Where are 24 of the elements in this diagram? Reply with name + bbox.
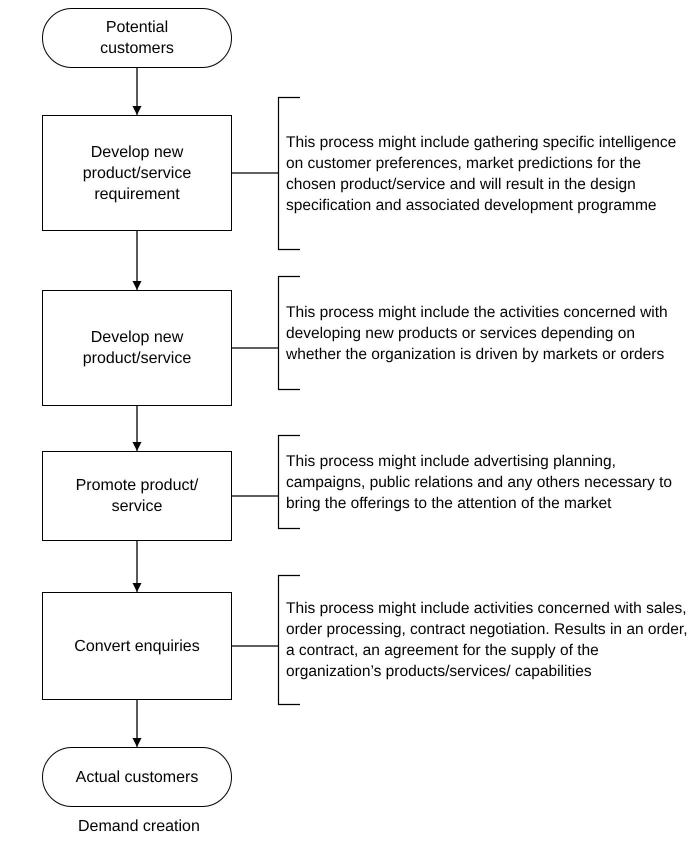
connector-line — [232, 495, 278, 497]
process-box — [42, 592, 232, 700]
node-label: Develop new product/service requirement — [82, 142, 192, 204]
arrow — [132, 231, 142, 290]
node-label: Develop new product/service — [82, 328, 192, 369]
arrow — [132, 541, 142, 592]
node-label: Actual customers — [74, 768, 200, 788]
node-label: Convert enquiries — [73, 636, 201, 656]
caption: Demand creation — [78, 818, 200, 836]
node-label: Potential customers — [99, 18, 175, 59]
connector-line — [232, 645, 278, 647]
process-box — [42, 290, 232, 406]
annotation-text: This process might include the activities concerned with developing new products or services depending on whether the organization is driven by markets or orders — [286, 302, 669, 364]
connector-line — [232, 347, 278, 349]
arrow — [132, 68, 142, 115]
annotation-text: This process might include activities concerned with sales, order processing, contract negotiation. Results in an order, a contract, an agreement for the supply of the organization’s products/services/ capabilities — [286, 599, 689, 682]
arrow — [132, 406, 142, 451]
annotation-text: This process might include advertising planning, campaigns, public relations and any others necessary to bring the offerings to the attention of the market — [286, 452, 673, 514]
process-box — [42, 451, 232, 541]
process-box — [42, 115, 232, 231]
connector-line — [232, 172, 278, 174]
arrow — [132, 700, 142, 747]
node-label: Promote product/ service — [74, 476, 200, 517]
annotation-text: This process might include gathering specific intelligence on customer preferences, market predictions for the chosen product/service and will result in the design specification and associated development programme — [286, 132, 678, 216]
